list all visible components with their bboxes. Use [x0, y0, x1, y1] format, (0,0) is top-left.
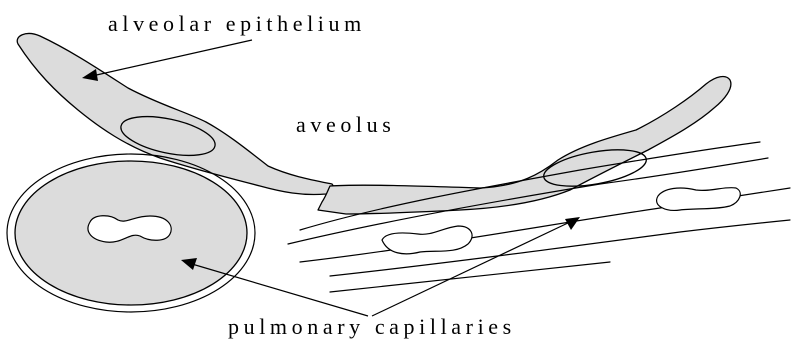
- pulmonary-capillaries-label: pulmonary capillaries: [228, 314, 516, 339]
- alveolus-label: aveolus: [296, 112, 395, 137]
- capillaries-pointer-left-line: [192, 264, 368, 316]
- epithelium-pointer-line: [92, 40, 252, 76]
- capillary-lumen-middle: [382, 226, 472, 254]
- capillary-lumen-right: [657, 188, 741, 211]
- alveolar-epithelium-label: alveolar epithelium: [108, 11, 366, 36]
- capillary-line-5: [330, 262, 610, 292]
